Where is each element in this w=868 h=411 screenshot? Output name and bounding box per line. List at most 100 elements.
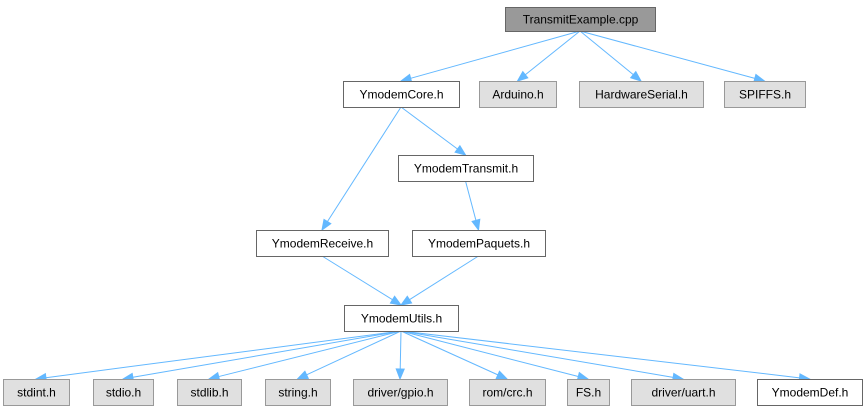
node-box <box>479 81 557 108</box>
edge-arrowhead <box>399 295 413 306</box>
edge-utils-gpio <box>395 330 405 381</box>
node-uart[interactable]: driver/uart.h <box>631 379 736 406</box>
node-label: YmodemCore.h <box>359 88 443 102</box>
node-label: FS.h <box>576 386 601 400</box>
node-label: YmodemTransmit.h <box>414 162 518 176</box>
edge-arrowhead <box>296 370 310 380</box>
edge-core-transmit <box>400 106 467 156</box>
edge-line <box>579 30 755 79</box>
node-label: SPIFFS.h <box>739 88 791 102</box>
node-label: stdint.h <box>17 386 56 400</box>
edge-utils-crc <box>400 330 509 380</box>
node-stdint[interactable]: stdint.h <box>3 379 70 406</box>
edge-arrowhead <box>395 368 405 381</box>
edge-line <box>326 106 402 222</box>
node-fs[interactable]: FS.h <box>567 379 610 406</box>
node-stdio[interactable]: stdio.h <box>93 379 154 406</box>
node-box <box>398 155 534 182</box>
node-def[interactable]: YmodemDef.h <box>757 379 863 406</box>
node-label: string.h <box>278 386 317 400</box>
node-label: Arduino.h <box>492 88 543 102</box>
node-box <box>505 7 656 32</box>
node-box <box>579 81 704 108</box>
edge-utils-def <box>400 330 811 383</box>
node-box <box>3 379 70 406</box>
node-label: TransmitExample.cpp <box>523 13 639 27</box>
node-string[interactable]: string.h <box>265 379 331 406</box>
edge-arrowhead <box>495 370 509 380</box>
node-box <box>177 379 242 406</box>
edge-root-arduino <box>516 30 581 82</box>
node-stdlib[interactable]: stdlib.h <box>177 379 242 406</box>
edge-core-receive <box>321 106 402 232</box>
node-label: YmodemUtils.h <box>361 312 442 326</box>
edge-line <box>400 330 579 377</box>
node-spiffs[interactable]: SPIFFS.h <box>724 81 806 108</box>
node-paquets[interactable]: YmodemPaquets.h <box>412 230 546 257</box>
node-utils[interactable]: YmodemUtils.h <box>344 305 459 332</box>
node-arduino[interactable]: Arduino.h <box>479 81 557 108</box>
node-label: YmodemPaquets.h <box>428 237 530 251</box>
edge-line <box>409 255 479 301</box>
edge-arrowhead <box>389 295 403 306</box>
node-label: HardwareSerial.h <box>595 88 688 102</box>
node-box <box>469 379 546 406</box>
edge-line <box>400 330 800 379</box>
edge-line <box>132 330 402 378</box>
edge-arrowhead <box>629 70 643 82</box>
node-box <box>353 379 448 406</box>
node-box <box>412 230 546 257</box>
node-label: YmodemReceive.h <box>272 237 373 251</box>
edge-paquets-utils <box>399 255 479 306</box>
edge-utils-string <box>296 330 402 380</box>
node-gpio[interactable]: driver/gpio.h <box>353 379 448 406</box>
edge-line <box>465 180 477 221</box>
edge-line <box>524 30 581 76</box>
edge-line <box>579 30 634 76</box>
edge-root-hwserial <box>579 30 643 82</box>
edge-arrowhead <box>471 218 481 232</box>
node-box <box>631 379 736 406</box>
node-box <box>757 379 863 406</box>
node-label: rom/crc.h <box>482 386 532 400</box>
edge-line <box>399 330 402 370</box>
edge-root-core <box>399 30 581 83</box>
node-box <box>265 379 331 406</box>
edge-line <box>400 330 674 378</box>
edge-line <box>218 330 402 378</box>
edge-utils-uart <box>400 330 685 382</box>
edge-line <box>306 330 402 376</box>
node-hwserial[interactable]: HardwareSerial.h <box>579 81 704 108</box>
node-box <box>343 81 460 108</box>
node-transmit[interactable]: YmodemTransmit.h <box>398 155 534 182</box>
edge-utils-stdio <box>121 330 402 382</box>
edge-transmit-paquets <box>465 180 481 232</box>
node-box <box>567 379 610 406</box>
edges-layer <box>34 30 811 383</box>
node-box <box>256 230 389 257</box>
edge-arrowhead <box>321 218 332 232</box>
edge-root-spiffs <box>579 30 766 83</box>
edge-line <box>45 330 402 379</box>
edge-arrowhead <box>454 144 467 156</box>
edge-receive-utils <box>321 255 403 306</box>
node-label: YmodemDef.h <box>772 386 849 400</box>
node-receive[interactable]: YmodemReceive.h <box>256 230 389 257</box>
node-core[interactable]: YmodemCore.h <box>343 81 460 108</box>
edge-line <box>400 106 458 150</box>
edge-line <box>321 255 393 301</box>
edge-arrowhead <box>516 70 529 82</box>
node-label: driver/gpio.h <box>367 386 433 400</box>
node-crc[interactable]: rom/crc.h <box>469 379 546 406</box>
edge-line <box>410 30 581 79</box>
node-root[interactable]: TransmitExample.cpp <box>505 7 656 32</box>
node-label: stdio.h <box>106 386 141 400</box>
node-box <box>93 379 154 406</box>
node-label: stdlib.h <box>190 386 228 400</box>
node-box <box>344 305 459 332</box>
node-box <box>724 81 806 108</box>
node-label: driver/uart.h <box>651 386 715 400</box>
edge-line <box>400 330 499 376</box>
